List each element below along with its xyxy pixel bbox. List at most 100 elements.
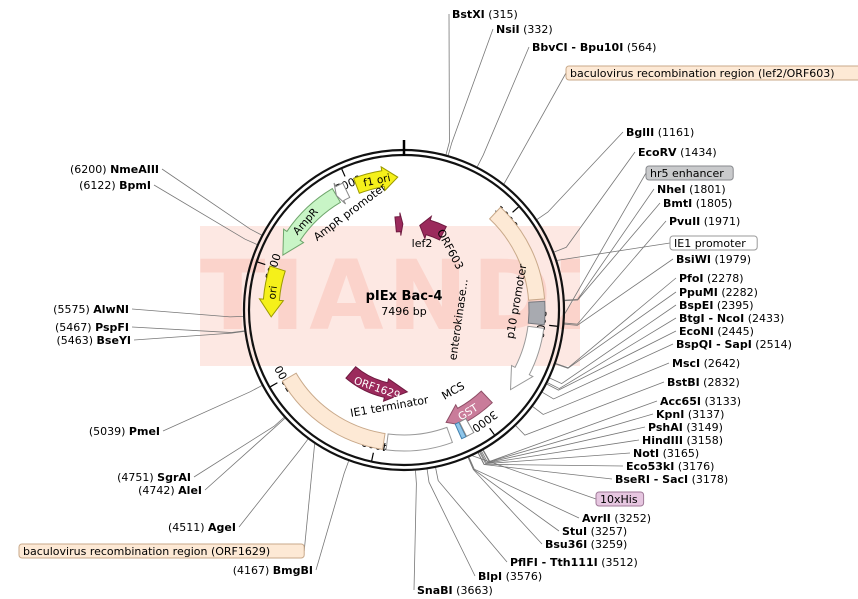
econi-name: EcoNI [679,325,714,338]
stui-pos: (3257) [591,525,628,538]
tick-mark [270,382,278,388]
his-tag-box [595,491,645,507]
msci-pos: (2642) [704,357,741,370]
nsii-pos: (332) [523,23,553,36]
agei-pos: (4511) [168,521,205,534]
bpmi-site: (6122) BpmI [79,179,151,192]
bbvci-pos: (564) [627,41,657,54]
alei-pos: (4742) [138,484,175,497]
bsu36i-site: Bsu36I (3259) [545,538,627,551]
bmgbi-site: (4167) BmgBI [233,564,313,577]
blpi-leader [426,469,476,577]
bmgbi-name: BmgBI [273,564,313,577]
noti-leader [479,451,631,465]
pfoi-site: PfoI (2278) [679,272,744,285]
ie1-term-feat [385,426,454,452]
ecorv-pos: (1434) [680,146,717,159]
alwni-leader [131,308,244,318]
acc65i-pos: (3133) [704,395,741,408]
pmei-site: (5039) PmeI [89,425,160,438]
bsiwi-pos: (1979) [714,253,751,266]
orf603-feat [419,215,447,241]
btgi-leader [547,317,677,390]
bstxi-pos: (315) [488,8,518,21]
nmeaiii-leader [161,168,262,236]
snabi-leader [413,470,417,591]
sgrai-name: SgrAI [157,471,191,484]
lef2-label: lef2 [412,237,433,250]
pflfi-name: PflFI - Tth111I [510,556,598,569]
bbvci-name: BbvCI - Bpu10I [532,41,623,54]
kpni-site: KpnI (3137) [656,408,724,421]
bbvci-leader [476,46,530,167]
pvuii-name: PvuII [669,215,700,228]
avrii-site: AvrII (3252) [582,512,651,525]
noti-site: NotI (3165) [633,447,699,460]
enterokinase-label: enterokinase... [446,278,470,361]
bspei-site: BspEI (2395) [679,299,754,312]
nsii-leader [447,28,494,156]
alei-leader [204,417,286,491]
baculo-lef2-label: baculovirus recombination region (lef2/O… [570,67,835,80]
bseyi-pos: (5463) [56,334,93,347]
bstxi-leader [445,13,450,155]
bsu36i-leader [467,457,543,545]
baculo-lef2-leader [503,72,567,185]
plasmid-size: 7496 bp [381,305,426,318]
tick-mark [371,452,374,461]
bspei-name: BspEI [679,299,713,312]
pspfi-leader [131,326,245,333]
bsu36i-pos: (3259) [591,538,628,551]
snabi-name: SnaBI [417,584,453,597]
pvuii-site: PvuII (1971) [669,215,740,228]
bglii-site: BglII (1161) [626,126,694,139]
bmgbi-pos: (4167) [233,564,270,577]
pshai-site: PshAI (3149) [648,421,723,434]
blpi-site: BlpI (3576) [478,570,542,583]
eco53ki-site: Eco53kI (3176) [626,460,714,473]
bglii-pos: (1161) [658,126,695,139]
ampr-prom-feat [333,182,351,205]
hindiii-leader [480,439,640,464]
pspfi-site: (5467) PspFI [55,321,129,334]
f1-ori-feat-label: f1 ori [362,172,391,189]
bpmi-name: BpmI [119,179,151,192]
avrii-name: AvrII [582,512,611,525]
acc65i-site: Acc65I (3133) [660,395,741,408]
bsiwi-name: BsiWI [676,253,711,266]
pmei-name: PmeI [129,425,160,438]
pmei-pos: (5039) [89,425,126,438]
hr5-feat [527,300,546,326]
nmeaiii-name: NmeAIII [110,163,159,176]
baculo-orf1629-leader [303,443,316,552]
stui-leader [468,457,560,532]
blpi-name: BlpI [478,570,502,583]
bspqi-pos: (2514) [755,338,792,351]
pshai-leader [481,426,646,463]
bmti-name: BmtI [663,197,692,210]
his-feat [454,421,467,440]
his-tag-leader [472,455,597,500]
nmeaiii-pos: (6200) [70,163,107,176]
msci-site: MscI (2642) [672,357,740,370]
pspfi-pos: (5467) [55,321,92,334]
kpni-pos: (3137) [688,408,725,421]
bstbi-pos: (2832) [703,376,740,389]
lef2-feat [394,212,404,236]
snabi-site: SnaBI (3663) [417,584,493,597]
hr5-enhancer-leader [564,172,647,314]
bseyi-name: BseYI [97,334,131,347]
noti-pos: (3165) [663,447,700,460]
bspqi-leader [542,343,674,400]
ppumi-leader [555,291,677,369]
agei-name: AgeI [208,521,236,534]
plasmid-center-label: pIEx Bac-4 7496 bp [366,289,443,318]
hindiii-pos: (3158) [686,434,723,447]
hindiii-name: HindIII [642,434,683,447]
p10-feat [509,325,545,391]
nhei-site: NheI (1801) [657,183,726,196]
bseyi-site: (5463) BseYI [56,334,131,347]
pshai-name: PshAI [648,421,683,434]
p10-promoter-label: p10 promoter [504,263,530,340]
